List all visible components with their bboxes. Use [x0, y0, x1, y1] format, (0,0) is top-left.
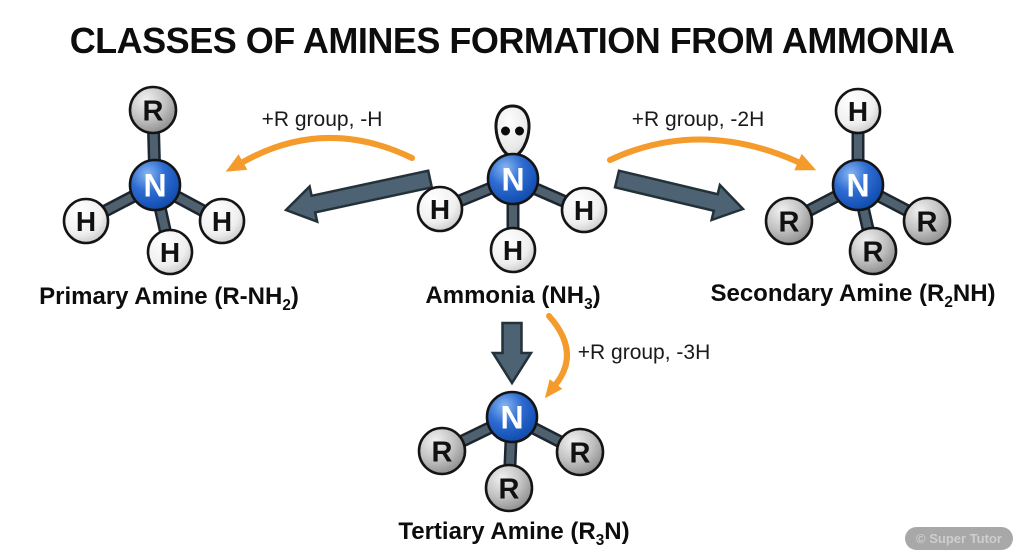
curve-to-primary: [240, 135, 415, 165]
arrow-to-tertiary: [490, 321, 534, 386]
curve-to-tertiary-head: [544, 379, 563, 399]
atom-label-R: R: [499, 473, 520, 505]
curve-to-secondary-head: [794, 153, 817, 171]
caption-primary-amine: Primary Amine (R-NH2): [39, 283, 299, 315]
molecule-tertiary-amine: N R R R: [417, 390, 605, 513]
atom-label-N: N: [500, 400, 523, 436]
caption-subscript: 3: [595, 531, 605, 549]
atom-label-H: H: [848, 96, 868, 127]
atom-H: [560, 186, 608, 234]
atom-H: [489, 226, 537, 274]
atom-label-R: R: [917, 206, 938, 238]
watermark-badge: © Super Tutor: [905, 527, 1013, 550]
atom-label-N: N: [846, 168, 869, 204]
curve-to-primary-head: [225, 154, 248, 172]
molecule-ammonia: N H H H: [416, 104, 608, 274]
atom-label-H: H: [160, 237, 180, 268]
caption-subscript: 2: [282, 296, 291, 314]
caption-subscript: 3: [584, 295, 593, 313]
lone-pair-electron: [515, 126, 524, 136]
atom-label-R: R: [143, 95, 164, 127]
molecule-secondary-amine: N H R R R: [764, 87, 952, 276]
caption-text: Ammonia (NH: [425, 282, 585, 310]
caption-secondary-amine: Secondary Amine (R2NH): [710, 280, 995, 312]
caption-text: NH): [952, 280, 996, 308]
reaction-label-secondary: +R group, -2H: [631, 108, 765, 131]
curve-to-secondary: [607, 136, 801, 165]
atom-H: [416, 185, 464, 233]
reaction-label-primary: +R group, -H: [261, 108, 383, 131]
reaction-label-tertiary: +R group, -3H: [577, 341, 711, 364]
atom-R: [555, 427, 605, 477]
atom-R: [128, 85, 178, 135]
atom-H: [146, 228, 194, 276]
atom-R: [902, 196, 952, 246]
atom-H: [62, 197, 110, 245]
atom-label-R: R: [863, 236, 884, 268]
arrow-to-secondary: [613, 169, 746, 222]
atom-N: [831, 158, 885, 212]
atom-label-R: R: [779, 206, 800, 238]
caption-text: ): [290, 283, 299, 311]
atom-N: [485, 390, 539, 444]
atom-label-N: N: [143, 168, 166, 204]
caption-text: Tertiary Amine (R: [398, 518, 596, 546]
caption-text: ): [592, 282, 601, 310]
atom-N: [486, 152, 540, 206]
atom-R: [848, 226, 898, 276]
atom-H: [198, 197, 246, 245]
atom-label-H: H: [212, 206, 232, 237]
atom-label-H: H: [503, 235, 523, 266]
atom-label-R: R: [432, 436, 453, 468]
atom-label-H: H: [76, 206, 96, 237]
lone-pair: [494, 104, 531, 158]
atom-label-R: R: [570, 437, 591, 469]
atom-R: [417, 426, 467, 476]
molecule-primary-amine: N R H H H: [62, 85, 246, 276]
curve-to-tertiary: [546, 313, 570, 387]
atom-H: [834, 87, 882, 135]
lone-pair-electron: [501, 126, 510, 136]
caption-ammonia: Ammonia (NH3): [425, 282, 600, 314]
atom-N: [128, 158, 182, 212]
caption-subscript: 2: [944, 293, 953, 311]
page-title: CLASSES OF AMINES FORMATION FROM AMMONIA: [69, 20, 955, 61]
arrow-to-primary: [283, 169, 434, 224]
atom-label-N: N: [501, 162, 524, 198]
caption-tertiary-amine: Tertiary Amine (R3N): [398, 518, 629, 550]
atom-R: [484, 463, 534, 513]
caption-text: Primary Amine (R-NH: [39, 283, 283, 311]
caption-text: Secondary Amine (R: [710, 280, 945, 308]
atom-R: [764, 196, 814, 246]
caption-text: N): [604, 518, 630, 546]
atom-label-H: H: [430, 194, 450, 225]
atom-label-H: H: [574, 195, 594, 226]
